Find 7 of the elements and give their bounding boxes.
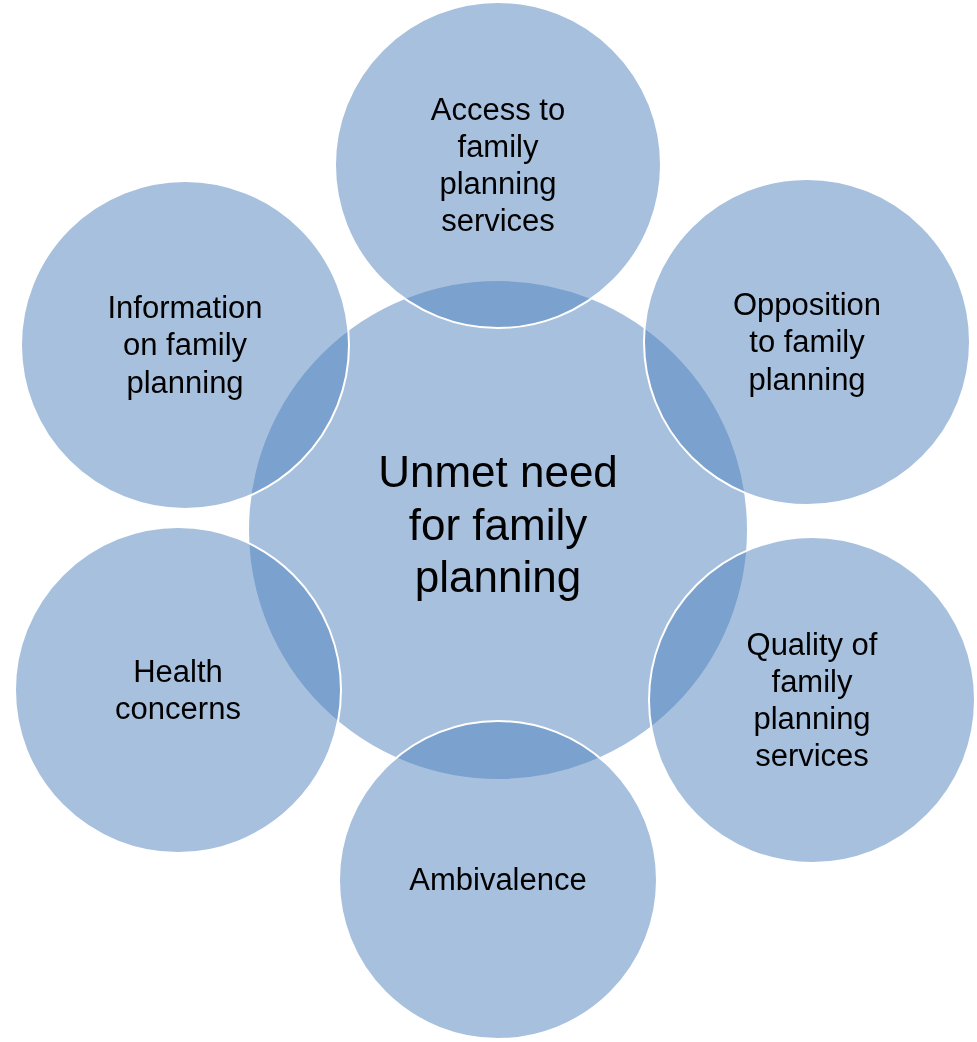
circle-label: Opposition to family planning xyxy=(731,286,883,398)
circle-label: Ambivalence xyxy=(409,861,587,899)
circle-label: Information on family planning xyxy=(106,289,264,401)
circle-label: Unmet need for family planning xyxy=(377,445,619,604)
circle-label: Health concerns xyxy=(114,652,242,728)
circle-label: Access to family planning services xyxy=(429,90,567,240)
circle-label: Quality of family planning services xyxy=(745,625,879,775)
